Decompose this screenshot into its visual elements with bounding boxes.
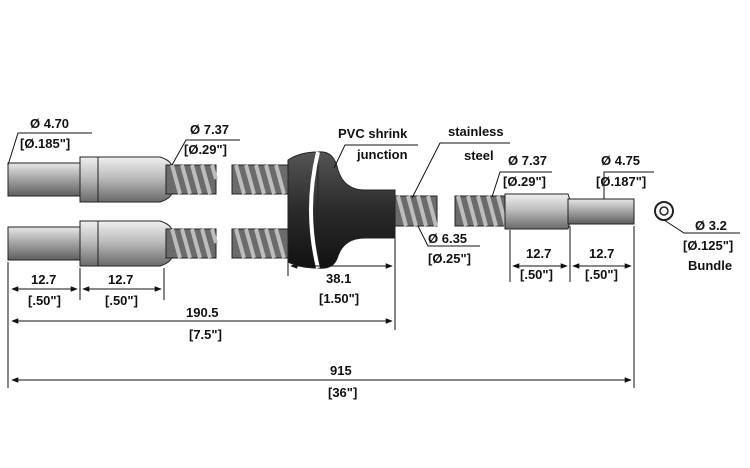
lower-leg-ferrule	[97, 220, 173, 267]
dim-leg-length: 190.5	[186, 305, 219, 320]
bundle-diameter: Ø 3.2	[695, 218, 727, 233]
dim-junction-inch: [1.50"]	[319, 291, 359, 306]
upper-leg	[7, 156, 289, 203]
dim-total-length: 915	[330, 363, 352, 378]
stainless-armor	[394, 195, 508, 227]
upper-leg-armor-a	[165, 164, 218, 195]
junction-title-line1: PVC shrink	[338, 126, 408, 141]
left-tip-diameter-inch: [Ø.185"]	[20, 136, 70, 151]
lower-leg-tip	[7, 226, 83, 261]
pvc-junction	[287, 151, 396, 269]
lower-leg-armor-a	[165, 228, 218, 259]
right-armor-diameter: Ø 7.37	[508, 153, 547, 168]
dim-left-seg1: 12.7	[31, 272, 56, 287]
steel-title-line1: stainless	[448, 124, 504, 139]
right-armor-diameter-inch: [Ø.29"]	[503, 174, 546, 189]
upper-leg-ferrule	[97, 156, 173, 203]
dim-left-seg2-inch: [.50"]	[105, 293, 138, 308]
dim-left-seg1-inch: [.50"]	[28, 293, 61, 308]
dim-right-seg1-inch: [.50"]	[520, 267, 553, 282]
lower-leg-armor-b	[231, 228, 289, 259]
dim-total-length-inch: [36"]	[328, 385, 357, 400]
common-end-ferrule	[504, 193, 571, 230]
upper-leg-armor-b	[231, 164, 289, 195]
lower-leg-collar	[79, 220, 99, 267]
dim-left-seg2: 12.7	[108, 272, 133, 287]
dim-leg-length-inch: [7.5"]	[189, 327, 222, 342]
upper-leg-tip	[7, 162, 83, 197]
steel-title-line2: steel	[464, 148, 494, 163]
upper-leg-collar	[79, 156, 99, 203]
dim-junction: 38.1	[326, 271, 351, 286]
bundle-label: Bundle	[688, 258, 732, 273]
dim-right-seg1: 12.7	[526, 246, 551, 261]
common-end-tip	[567, 198, 635, 225]
junction-title-line2: junction	[356, 147, 408, 162]
steel-diameter: Ø 6.35	[428, 231, 467, 246]
right-tip-diameter: Ø 4.75	[601, 153, 640, 168]
common-end	[504, 193, 635, 230]
left-armor-diameter: Ø 7.37	[190, 122, 229, 137]
bundle-diameter-inch: [Ø.125"]	[683, 238, 733, 253]
left-tip-diameter: Ø 4.70	[30, 116, 69, 131]
right-tip-diameter-inch: [Ø.187"]	[596, 174, 646, 189]
lower-leg	[7, 220, 289, 267]
steel-diameter-inch: [Ø.25"]	[428, 251, 471, 266]
bundle-end-view	[654, 201, 674, 221]
dim-right-seg2: 12.7	[589, 246, 614, 261]
dim-right-seg2-inch: [.50"]	[585, 267, 618, 282]
left-armor-diameter-inch: [Ø.29"]	[184, 142, 227, 157]
